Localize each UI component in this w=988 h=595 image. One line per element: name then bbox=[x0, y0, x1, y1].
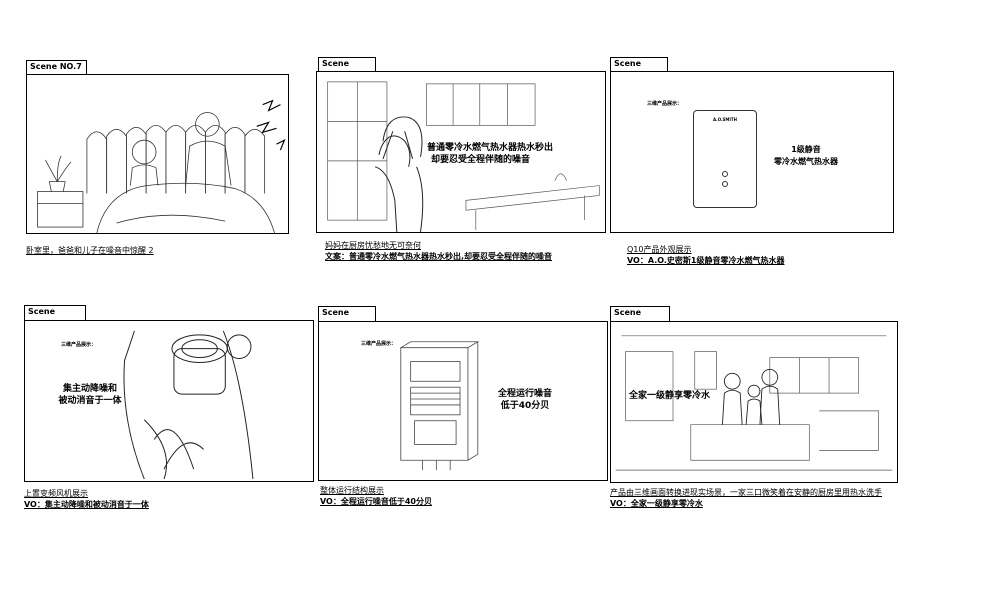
scene-label: Scene NO.12 bbox=[610, 306, 670, 329]
caption-vo: VO：全程运行噪音低于40分贝 bbox=[320, 497, 432, 506]
scene-caption: 产品由三维画面转换进现实场景，一家三口微笑着在安静的厨房里用热水洗手 VO：全家… bbox=[610, 487, 882, 509]
overlay-line: 全程运行噪音 bbox=[497, 389, 552, 399]
control-dot bbox=[722, 171, 728, 177]
kitchen-sketch bbox=[327, 81, 600, 232]
family-kitchen-sketch bbox=[615, 335, 893, 471]
caption-text: Q10产品外观展示 bbox=[627, 245, 692, 254]
caption-vo: VO：集主动降噪和被动消音于一体 bbox=[24, 500, 149, 509]
scene-caption: 上置变频风机展示 VO：集主动降噪和被动消音于一体 bbox=[24, 488, 149, 510]
overlay-line: 却要忍受全程伴随的噪音 bbox=[431, 155, 531, 165]
scene-overlay-text: 全家一级静享零冷水 bbox=[629, 390, 729, 402]
overlay-line: 全家一级静享零冷水 bbox=[629, 391, 711, 401]
bedroom-sketch bbox=[37, 99, 286, 233]
scene-caption: 整体运行结构展示 VO：全程运行噪音低于40分贝 bbox=[320, 485, 432, 507]
overlay-line: 零冷水燃气热水器 bbox=[774, 157, 838, 166]
control-dot bbox=[722, 181, 728, 187]
tiny-label: 三维产品展示： bbox=[61, 342, 97, 348]
scene-frame-8: 普通零冷水燃气热水器热水秒出 却要忍受全程伴随的噪音 bbox=[316, 71, 606, 233]
water-heater-device: A.O.SMITH bbox=[693, 110, 757, 208]
scene-label: Scene NO.10 bbox=[24, 305, 86, 328]
caption-text: 产品由三维画面转换进现实场景，一家三口微笑着在安静的厨房里用热水洗手 bbox=[610, 488, 882, 497]
internal-structure-sketch bbox=[400, 341, 480, 471]
scene-label: Scene NO.9 bbox=[610, 57, 668, 80]
scene-frame-12: 全家一级静享零冷水 bbox=[610, 321, 898, 483]
device-brand: A.O.SMITH bbox=[713, 117, 737, 122]
tiny-label: 三维产品展示： bbox=[361, 341, 397, 347]
scene-caption: 卧室里，爸爸和儿子在噪音中惊醒 2 bbox=[26, 245, 154, 256]
scene-frame-9: 三维产品展示： A.O.SMITH 1级静音 零冷水燃气热水器 bbox=[610, 71, 894, 233]
overlay-line: 1级静音 bbox=[791, 145, 821, 154]
scene-overlay-text: 1级静音 零冷水燃气热水器 bbox=[761, 144, 851, 168]
scene-frame-11: 三维产品展示： 全程运行噪音 低于40分贝 bbox=[318, 321, 608, 481]
scene-overlay-text: 普通零冷水燃气热水器热水秒出 却要忍受全程伴随的噪音 bbox=[427, 142, 605, 166]
overlay-line: 低于40分贝 bbox=[500, 401, 550, 411]
scene-label: Scene NO.11 bbox=[318, 306, 376, 329]
caption-text: 上置变频风机展示 bbox=[24, 489, 88, 498]
caption-vo: 文案：普通零冷水燃气热水器热水秒出,却要忍受全程伴随的噪音 bbox=[325, 252, 553, 261]
overlay-line: 被动消音于一体 bbox=[58, 396, 122, 406]
scene-overlay-text: 集主动降噪和 被动消音于一体 bbox=[45, 383, 135, 407]
caption-text: 整体运行结构展示 bbox=[320, 486, 384, 495]
caption-text: 妈妈在厨房忧愁地无可奈何 bbox=[325, 241, 421, 250]
tiny-label: 三维产品展示： bbox=[647, 101, 683, 107]
scene-label: Scene NO.8 bbox=[318, 57, 376, 80]
scene-caption: 妈妈在厨房忧愁地无可奈何 文案：普通零冷水燃气热水器热水秒出,却要忍受全程伴随的… bbox=[325, 240, 552, 262]
overlay-line: 普通零冷水燃气热水器热水秒出 bbox=[427, 143, 554, 153]
scene-caption: Q10产品外观展示 VO：A.O.史密斯1级静音零冷水燃气热水器 bbox=[627, 244, 784, 266]
scene-label: Scene NO.7 bbox=[26, 60, 87, 74]
scene-overlay-text: 全程运行噪音 低于40分贝 bbox=[485, 388, 565, 412]
caption-text: 卧室里，爸爸和儿子在噪音中惊醒 2 bbox=[26, 246, 154, 255]
caption-vo: VO：全家一级静享零冷水 bbox=[610, 499, 703, 508]
overlay-line: 集主动降噪和 bbox=[62, 384, 117, 394]
fan-closeup-sketch bbox=[123, 330, 254, 480]
caption-vo: VO：A.O.史密斯1级静音零冷水燃气热水器 bbox=[627, 256, 785, 265]
scene-frame-7 bbox=[26, 74, 289, 234]
scene-frame-10: 三维产品展示： 集主动降噪和 被动消音于一体 bbox=[24, 320, 314, 482]
